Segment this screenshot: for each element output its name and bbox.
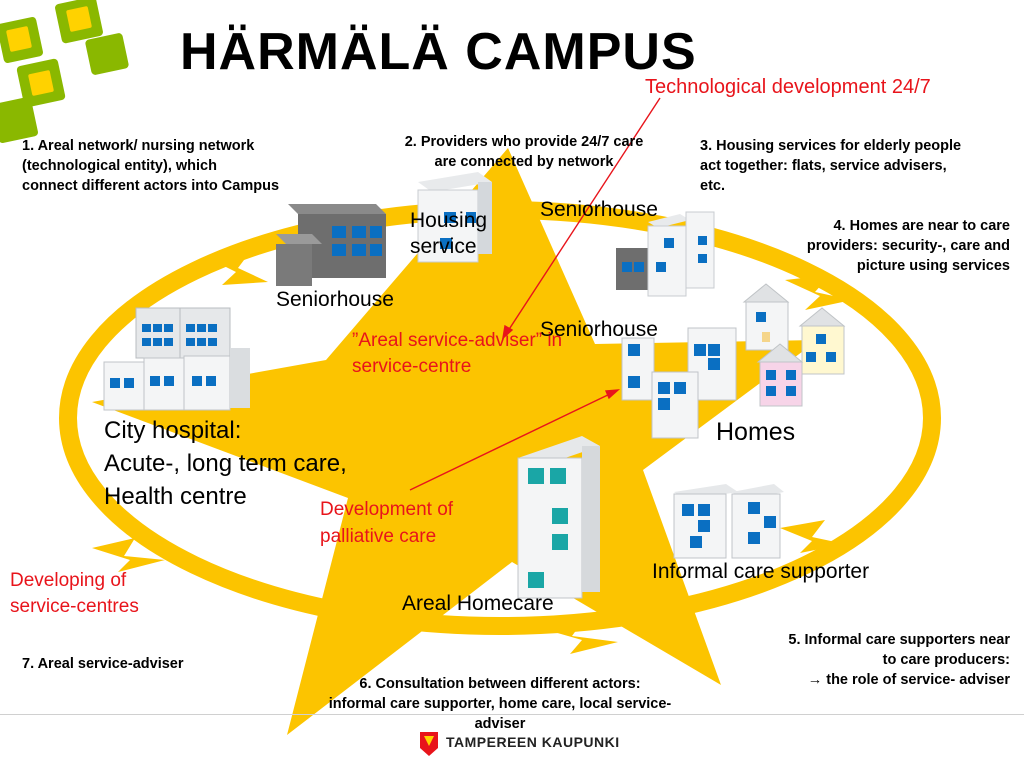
footer-divider [0, 714, 1024, 715]
lightning-icon [780, 520, 845, 553]
seniorhouse-building-icon [276, 204, 386, 286]
developing-centres-label: Developing of service-centres [10, 570, 139, 617]
tampere-logo-icon [420, 732, 438, 756]
seniorhouse-building-icon [621, 327, 737, 439]
palliative-care-label: Development of palliative care [320, 499, 454, 547]
note-3: 3. Housing services for elderly people a… [700, 138, 962, 194]
page-title: HÄRMÄLÄ CAMPUS [180, 23, 697, 81]
informal-care-building-icon [673, 484, 784, 559]
note-6: 6. Consultation between different actors… [328, 676, 672, 732]
seniorhouse-label-top-right: Seniorhouse [540, 198, 658, 221]
areal-adviser-label: ”Areal service-adviser” in service-centr… [352, 330, 563, 377]
housing-service-building-icon [417, 172, 492, 263]
seniorhouse-label-left: Seniorhouse [276, 288, 394, 311]
informal-care-label: Informal care supporter [652, 560, 870, 583]
seniorhouse-building-icon [616, 211, 715, 297]
seniorhouse-label-middle: Seniorhouse [540, 318, 658, 341]
corner-logo-icon [0, 0, 129, 143]
campus-star [92, 148, 818, 735]
lightning-icon [208, 252, 268, 285]
homes-label: Homes [716, 418, 796, 446]
hospital-building-icon [103, 307, 250, 411]
note-4: 4. Homes are near to care providers: sec… [806, 218, 1010, 274]
note-2: 2. Providers who provide 24/7 care are c… [404, 134, 644, 170]
housing-service-label: Housing service [410, 209, 488, 258]
lightning-icon [540, 618, 618, 654]
homes-houses-icon [742, 283, 846, 407]
tech-development-label: Technological development 24/7 [645, 76, 931, 98]
lightning-icon [785, 275, 852, 310]
areal-homecare-label: Areal Homecare [402, 592, 554, 615]
city-hospital-label: City hospital: Acute-, long term care, H… [104, 417, 347, 510]
note-7: 7. Areal service-adviser [22, 656, 184, 672]
note-5: 5. Informal care supporters near to care… [788, 632, 1010, 688]
note-1: 1. Areal network/ nursing network (techn… [22, 138, 280, 194]
areal-homecare-building-icon [517, 436, 600, 599]
red-arrows [409, 97, 661, 491]
lightning-bolts [92, 252, 852, 654]
footer-logo-text: TAMPEREEN KAUPUNKI [446, 734, 620, 750]
lightning-icon [92, 538, 165, 572]
